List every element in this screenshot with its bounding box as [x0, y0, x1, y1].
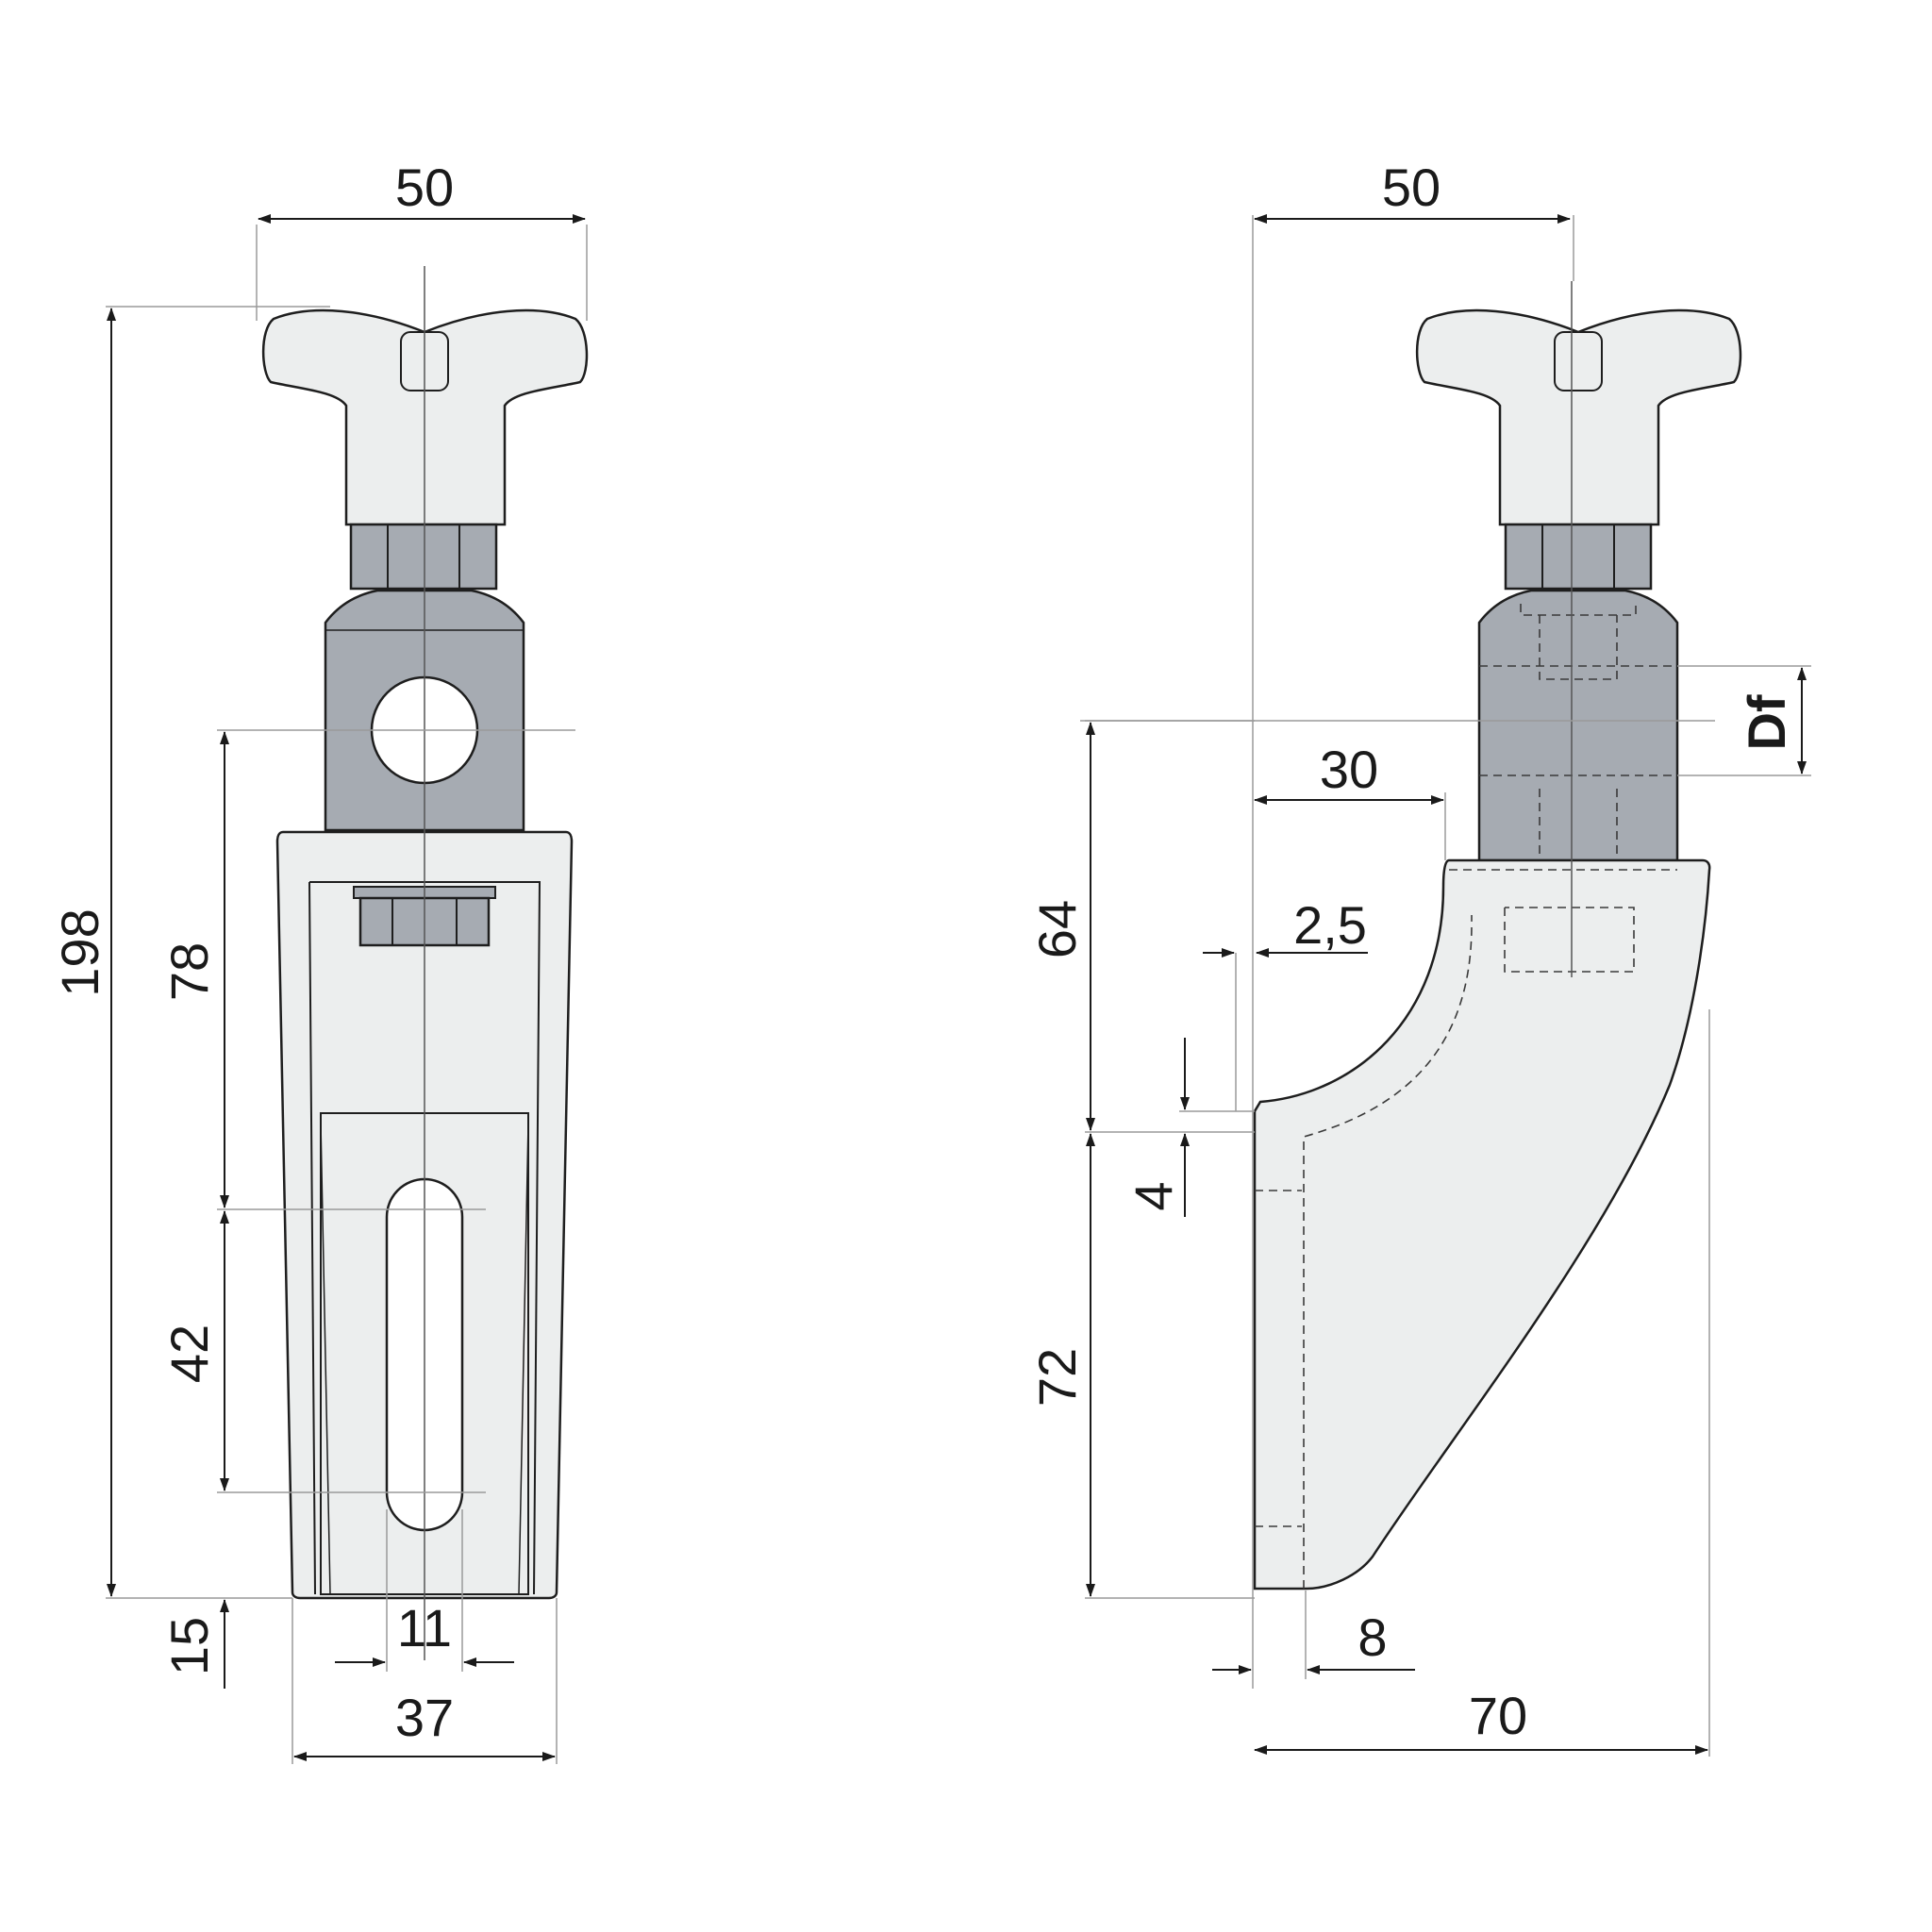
side-knob	[1415, 308, 1742, 526]
front-plate-lines	[320, 1122, 529, 1595]
front-dim-11: 11	[397, 1598, 452, 1657]
side-hidden-thread	[1255, 1190, 1302, 1527]
front-dim-78: 78	[159, 942, 219, 1001]
front-dim-50: 50	[395, 158, 454, 217]
side-view: 50 Df 30 2,5 64 4 72 8	[1027, 158, 1811, 1757]
side-dim-df: Df	[1737, 694, 1796, 750]
front-view: 50 198 78 42 15 11 37	[50, 158, 589, 1764]
side-dim-30: 30	[1320, 740, 1378, 799]
side-clamp-body	[1477, 589, 1679, 862]
front-hex-nut-top	[349, 523, 498, 591]
front-dim-37: 37	[395, 1688, 454, 1747]
front-dim-15: 15	[159, 1617, 219, 1675]
side-knob-socket	[1554, 331, 1603, 391]
side-dim-70: 70	[1469, 1686, 1527, 1745]
side-hidden-bore	[1479, 604, 1677, 860]
side-hidden-hook	[1303, 869, 1677, 1589]
side-dim-8: 8	[1357, 1607, 1387, 1667]
front-dim-198: 198	[50, 908, 109, 996]
front-dim-42: 42	[159, 1324, 219, 1383]
side-dim-4: 4	[1124, 1181, 1183, 1210]
side-dim-50: 50	[1382, 158, 1441, 217]
side-hex-nut	[1504, 523, 1653, 591]
side-dim-72: 72	[1027, 1348, 1087, 1407]
side-hook-base	[1253, 858, 1711, 1591]
front-base-inner	[308, 881, 541, 1595]
side-dim-64: 64	[1027, 900, 1087, 958]
side-dim-2-5: 2,5	[1293, 895, 1367, 955]
